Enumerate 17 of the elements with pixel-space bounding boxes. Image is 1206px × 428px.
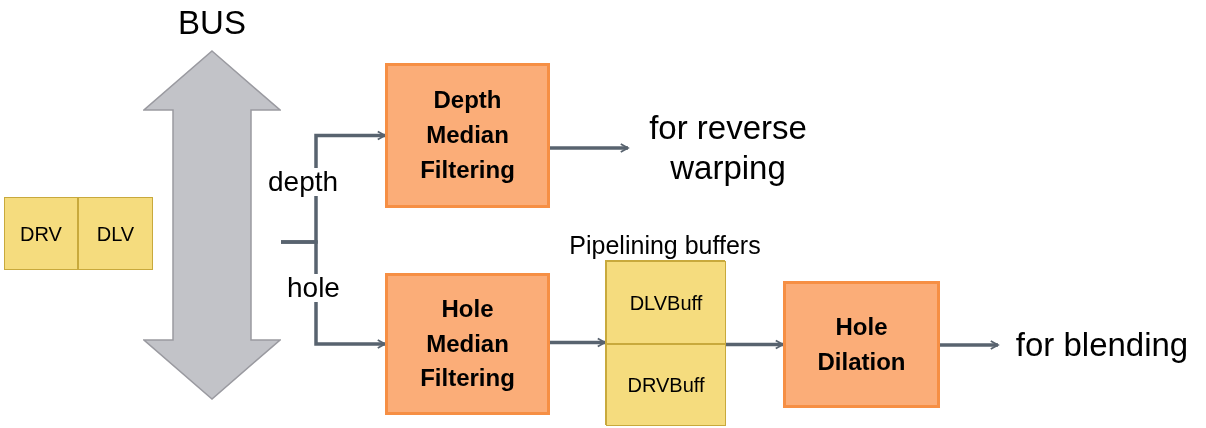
arrow (550, 337, 606, 348)
output-text: for reverse warping (628, 98, 828, 198)
arrow (940, 340, 999, 350)
arrow (550, 143, 629, 153)
register-box: DRVBuff (606, 344, 726, 426)
output-text: for blending (998, 320, 1206, 370)
arrow (281, 240, 386, 349)
edge-label: hole (285, 274, 342, 302)
buffer-caption: Pipelining buffers (569, 230, 761, 261)
process-box: Hole Dilation (783, 281, 940, 408)
arrow (725, 339, 784, 350)
bus-label: BUS (178, 6, 246, 39)
process-box: Hole Median Filtering (385, 273, 550, 415)
register-box: DRV (4, 197, 78, 270)
register-box: DLVBuff (606, 261, 726, 344)
register-box: DLV (78, 197, 153, 270)
process-box: Depth Median Filtering (385, 63, 550, 208)
